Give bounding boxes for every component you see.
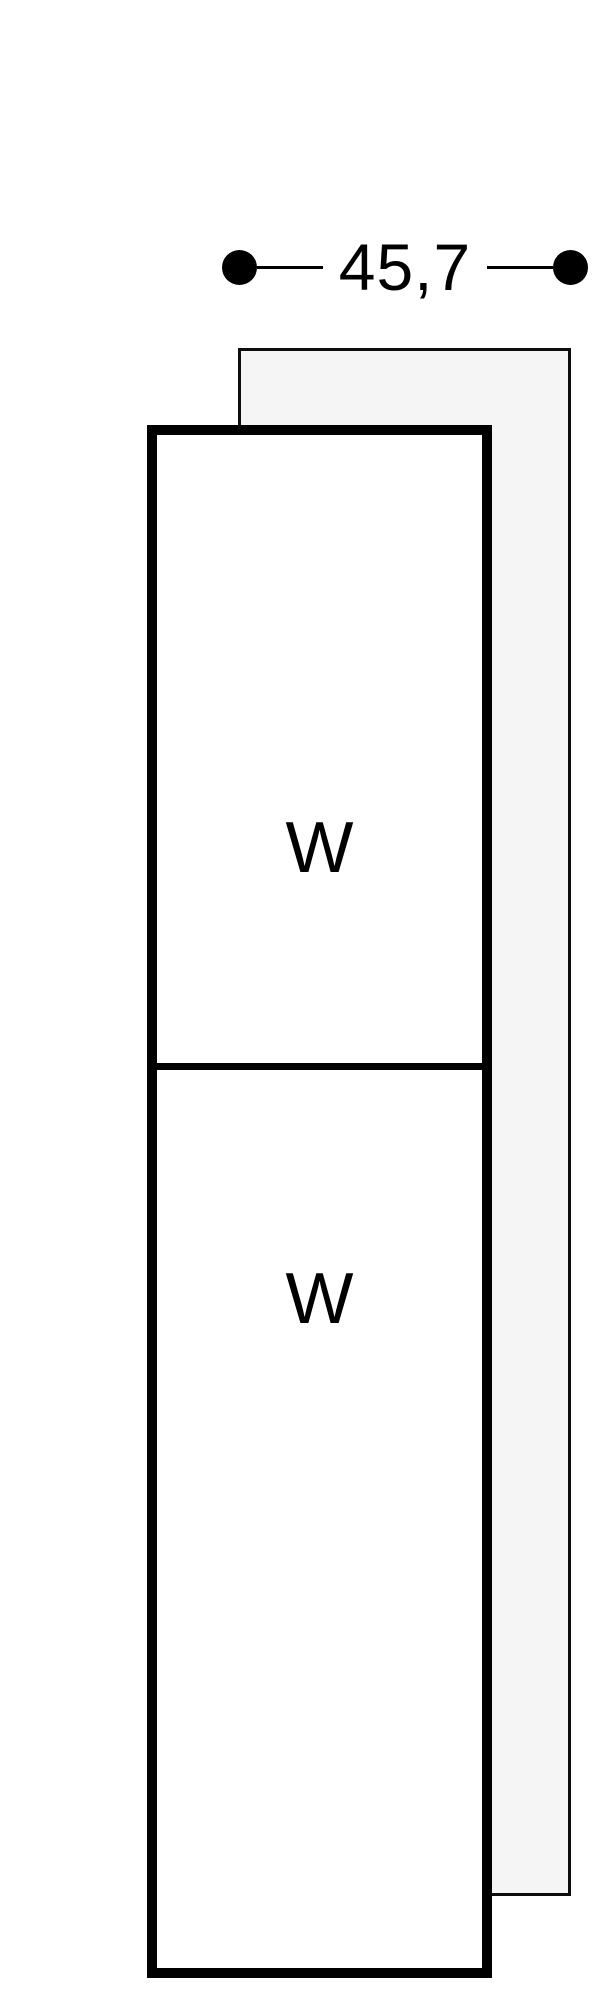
dimension-line-left [257, 265, 323, 269]
width-dimension: 45,7 [222, 234, 588, 300]
compartment-label-bottom: W [285, 1259, 354, 1339]
dimension-line-right [487, 265, 553, 269]
dimension-label: 45,7 [338, 230, 472, 304]
dimension-endpoint-left-icon [222, 249, 257, 285]
compartment-divider [157, 1063, 482, 1070]
compartment-label-top: W [285, 808, 354, 888]
appliance-outline: W W [147, 425, 492, 1978]
compartment-bottom: W [157, 1070, 482, 1968]
dimension-endpoint-right-icon [553, 249, 588, 285]
compartment-top: W [157, 435, 482, 1063]
